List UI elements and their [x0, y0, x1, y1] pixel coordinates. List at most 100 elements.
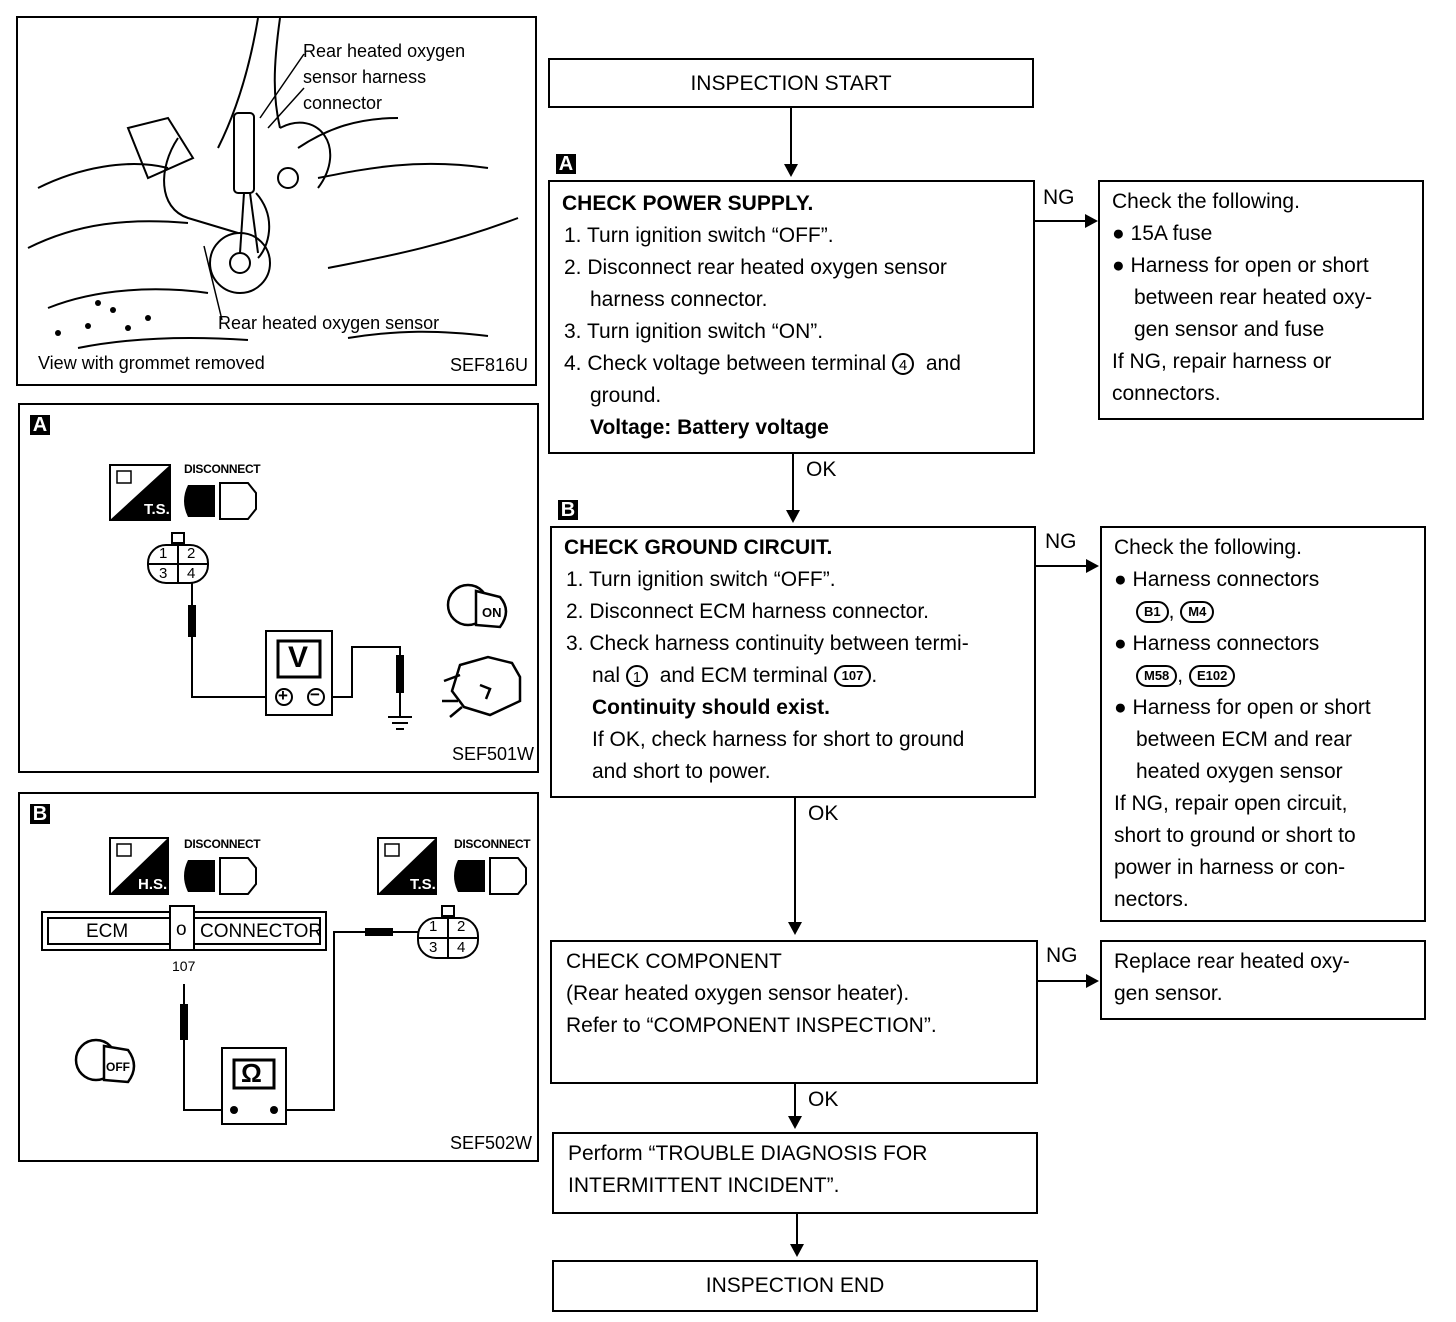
- arrow-down: [788, 1116, 802, 1129]
- step-a-line5: 4. Check voltage between terminal 4 and: [564, 348, 961, 380]
- step-b-ng-tail2: short to ground or short to: [1114, 824, 1356, 847]
- connector-b1-marker: B1: [1136, 601, 1169, 624]
- fuse-item: 15A fuse: [1130, 222, 1213, 245]
- connector-line: [790, 108, 792, 164]
- step-a-ng-box: Check the following. ● 15A fuse ● Harnes…: [1098, 180, 1424, 420]
- step-a-ng-tail2: connectors.: [1112, 382, 1221, 405]
- step-b-title: CHECK GROUND CIRCUIT.: [564, 536, 833, 559]
- figure-b-disconnect-2: DISCONNECT: [454, 837, 531, 851]
- figure-b-disconnect-1: DISCONNECT: [184, 837, 261, 851]
- step-b-ng-item3-cont2: heated oxygen sensor: [1136, 760, 1343, 783]
- step-c-ok-label: OK: [808, 1088, 839, 1111]
- arrow-right: [1086, 559, 1099, 573]
- connector-line: [1035, 220, 1085, 222]
- ts-icon: [109, 464, 171, 521]
- step-b-ng-conn1: B1, M4: [1136, 596, 1215, 628]
- arrow-down: [786, 510, 800, 523]
- check-component-box: CHECK COMPONENT (Rear heated oxygen sens…: [550, 940, 1038, 1084]
- step-a-ng-item2-cont2: gen sensor and fuse: [1134, 318, 1325, 341]
- step-b-ng-item2: ● Harness connectors: [1114, 632, 1320, 655]
- arrow-down: [784, 164, 798, 177]
- step-b-note2: and short to power.: [592, 760, 771, 783]
- terminal-1-marker: 1: [625, 665, 648, 688]
- figure-a-tag: A: [30, 415, 50, 435]
- step-b-ng-conn2: M58, E102: [1136, 660, 1236, 692]
- step-b-ng-tail1: If NG, repair open circuit,: [1114, 792, 1348, 815]
- step-a-spec: Voltage: Battery voltage: [590, 416, 829, 439]
- voltmeter-plus: +: [278, 686, 288, 705]
- figure-a-ts-label: T.S.: [144, 501, 170, 518]
- figure-a-pin3: 3: [159, 565, 168, 582]
- harness-connectors-item2: Harness connectors: [1132, 632, 1320, 655]
- check-component-line3: Refer to “COMPONENT INSPECTION”.: [566, 1014, 937, 1037]
- inspection-end-box: INSPECTION END: [552, 1260, 1038, 1312]
- step-b-ng-tail4: nectors.: [1114, 888, 1189, 911]
- step-a-ng-label: NG: [1043, 186, 1075, 209]
- ecm-label: ECM: [86, 921, 129, 942]
- step-b-line4-text: nal: [592, 664, 621, 687]
- hs-icon: [109, 837, 169, 895]
- connector-line: [1036, 565, 1086, 567]
- step-b-ng-box: Check the following. ● Harness connector…: [1100, 526, 1426, 922]
- figure-b-ts-label: T.S.: [410, 876, 436, 893]
- check-component-line2: (Rear heated oxygen sensor heater).: [566, 982, 910, 1005]
- figure-a-disconnect: DISCONNECT: [184, 462, 261, 476]
- connector-e102-marker: E102: [1188, 665, 1236, 688]
- inspection-start-label: INSPECTION START: [690, 72, 892, 95]
- ohmmeter-label: Ω: [241, 1058, 262, 1088]
- trouble-diagnosis-box: Perform “TROUBLE DIAGNOSIS FOR INTERMITT…: [552, 1132, 1038, 1214]
- step-b-ng-item3: ● Harness for open or short: [1114, 696, 1371, 719]
- step-b-line3: 3. Check harness continuity between term…: [566, 632, 969, 655]
- step-b-box: CHECK GROUND CIRCUIT. 1. Turn ignition s…: [550, 526, 1036, 798]
- connector-line: [796, 1214, 798, 1244]
- connector-line: [1038, 980, 1086, 982]
- ecm-terminal-107-marker: 107: [833, 665, 872, 688]
- connector-line: [794, 1084, 796, 1116]
- connector-line: [792, 454, 794, 510]
- step-a-ng-head: Check the following.: [1112, 190, 1300, 213]
- key-on-icon: [446, 583, 508, 629]
- voltmeter-label: V: [288, 641, 309, 674]
- step-a-line5-text: 4. Check voltage between terminal: [564, 352, 887, 375]
- sensor-location-figure: Rear heated oxygen sensor harness connec…: [16, 16, 537, 386]
- arrow-right: [1086, 974, 1099, 988]
- ecm-pin-number: 107: [172, 958, 196, 974]
- step-b-note1: If OK, check harness for short to ground: [592, 728, 965, 751]
- figure-b-pin1: 1: [429, 918, 438, 935]
- step-a-ok-label: OK: [806, 458, 837, 481]
- ecm-pin-marker: o: [176, 919, 187, 940]
- step-c-ng-label: NG: [1046, 944, 1078, 967]
- step-c-ng-box: Replace rear heated oxy- gen sensor.: [1100, 940, 1426, 1020]
- step-b-ng-item1: ● Harness connectors: [1114, 568, 1320, 591]
- disconnect-icon-sensor: [454, 857, 527, 895]
- connector-m58-marker: M58: [1136, 665, 1178, 688]
- connector-callout-line2: sensor harness: [303, 67, 427, 87]
- figure-b-pin4: 4: [457, 939, 466, 956]
- key-on-label: ON: [482, 605, 502, 620]
- figure-code: SEF816U: [450, 355, 529, 375]
- step-b-ng-head: Check the following.: [1114, 536, 1302, 559]
- step-b-ng-tail3: power in harness or con-: [1114, 856, 1346, 879]
- connector-line: [794, 798, 796, 922]
- trouble-diagnosis-line2: INTERMITTENT INCIDENT”.: [568, 1174, 840, 1197]
- step-b-tag: B: [558, 500, 578, 520]
- arrow-down: [788, 922, 802, 935]
- step-b-line4-mid: and ECM terminal: [659, 664, 828, 687]
- harness-open-short-item: Harness for open or short: [1132, 696, 1371, 719]
- figure-b: B: [18, 792, 539, 1162]
- step-a-ng-item2-cont1: between rear heated oxy-: [1134, 286, 1373, 309]
- arrow-down: [790, 1244, 804, 1257]
- inspection-start-box: INSPECTION START: [548, 58, 1034, 108]
- harness-item: Harness for open or short: [1130, 254, 1369, 277]
- step-c-ng-line2: gen sensor.: [1114, 982, 1223, 1005]
- connector-callout-line3: connector: [303, 93, 383, 113]
- inspection-end-label: INSPECTION END: [705, 1274, 885, 1297]
- step-b-ng-label: NG: [1045, 530, 1077, 553]
- figure-b-code: SEF502W: [450, 1133, 533, 1153]
- arrow-right: [1085, 214, 1098, 228]
- disconnect-icon-ecm: [184, 857, 257, 895]
- check-component-line1: CHECK COMPONENT: [566, 950, 782, 973]
- engine-icon: [442, 655, 522, 718]
- harness-connectors-item1: Harness connectors: [1132, 568, 1320, 591]
- step-a-box: CHECK POWER SUPPLY. 1. Turn ignition swi…: [548, 180, 1035, 454]
